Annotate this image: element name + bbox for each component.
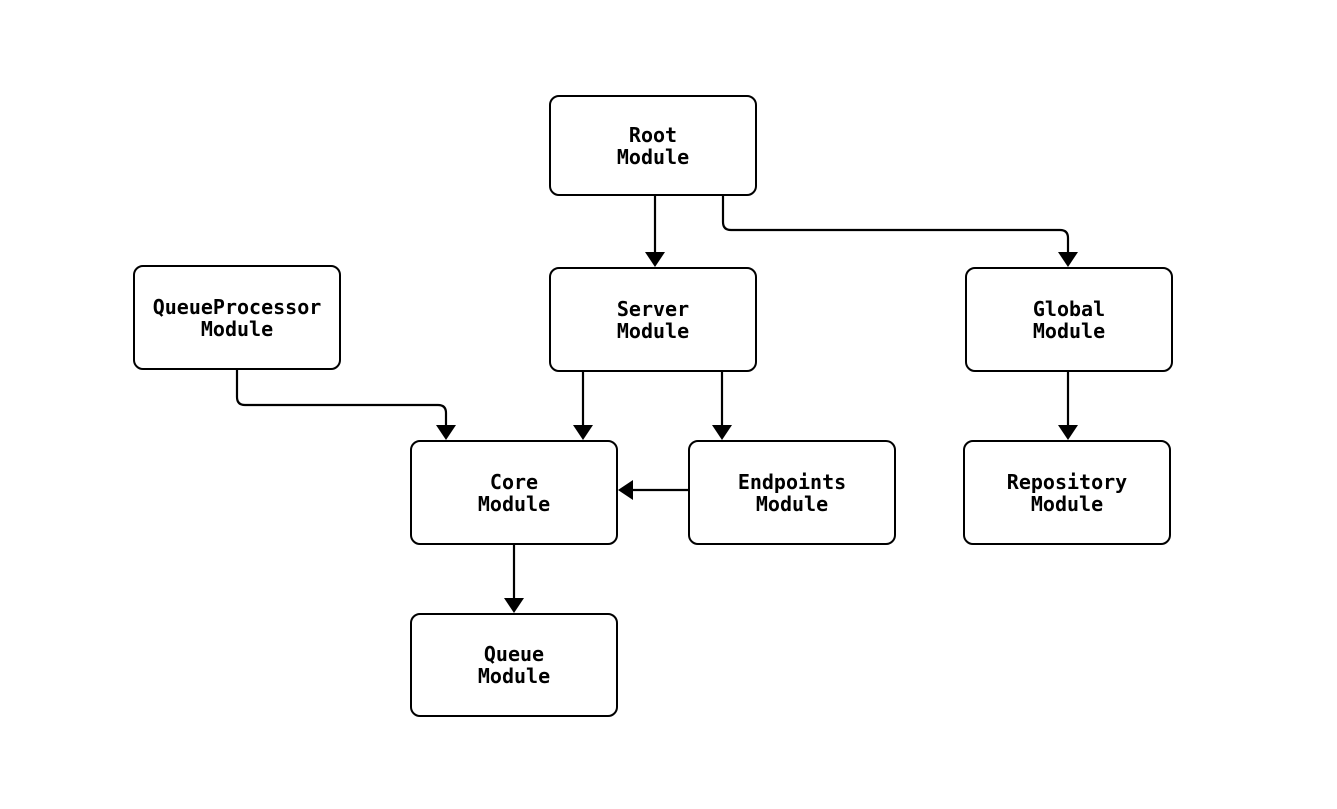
node-repository-module: Repository Module [963,440,1171,545]
node-label: Root Module [616,122,690,169]
node-label: Queue Module [477,642,551,688]
arrowhead-down-icon [436,425,456,440]
edge-core-to-queue [504,545,524,613]
arrowhead-down-icon [1058,252,1078,267]
edge-global-to-repository [1058,372,1078,440]
node-label: Global Module [1032,296,1106,343]
arrowhead-down-icon [1058,425,1078,440]
arrowhead-down-icon [573,425,593,440]
node-label: Repository Module [1006,469,1128,516]
arrowhead-down-icon [645,252,665,267]
arrowhead-down-icon [504,598,524,613]
node-label: Endpoints Module [737,469,847,516]
edge-endpoints-to-core [618,480,688,500]
edge-server-to-endpoints [712,372,732,440]
edge-server-to-core [573,372,593,440]
node-endpoints-module: Endpoints Module [688,440,896,545]
node-label: QueueProcessor Module [152,294,322,341]
edge-queueprocessor-to-core [235,370,456,440]
node-label: Server Module [616,296,690,343]
arrowhead-down-icon [712,425,732,440]
node-global-module: Global Module [965,267,1173,372]
node-core-module: Core Module [410,440,618,545]
node-root-module: Root Module [549,95,757,196]
node-queueprocessor-module: QueueProcessor Module [133,265,341,370]
edge-root-to-server [645,196,665,267]
node-queue-module: Queue Module [410,613,618,717]
node-server-module: Server Module [549,267,757,372]
arrowhead-left-icon [618,480,633,500]
edge-root-to-global [721,196,1078,267]
node-label: Core Module [477,469,551,516]
